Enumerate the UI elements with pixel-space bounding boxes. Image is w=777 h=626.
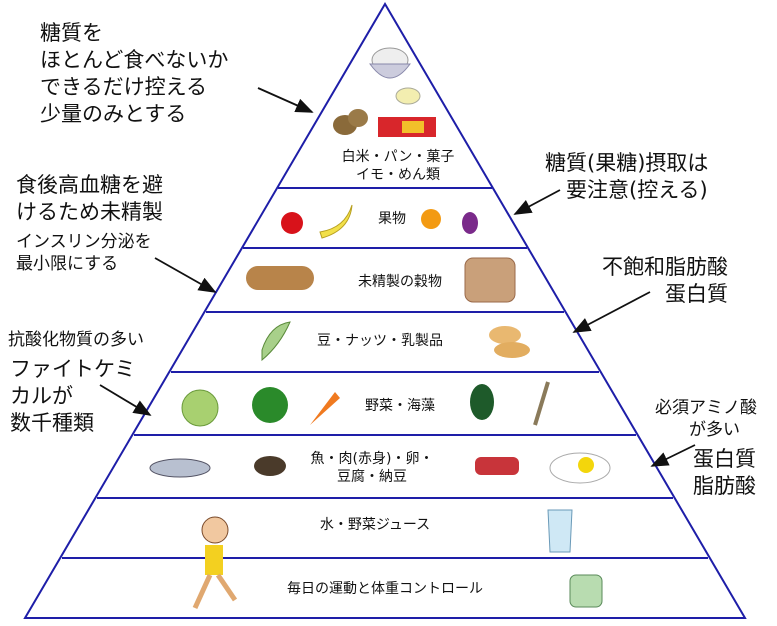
seaweed-icon: [533, 381, 550, 426]
level-label-grains: 白米・パン・菓子 イモ・めん類: [341, 149, 455, 184]
edamame-icon: [261, 321, 291, 362]
spinach-icon: [470, 384, 494, 420]
orange-icon: [421, 209, 441, 229]
note-grain-main: 食後高血糖を避 けるため未精製: [16, 173, 163, 224]
rice-bowl-icon: [369, 47, 411, 79]
potato-icon: [333, 109, 368, 135]
level-label-fruit: 果物: [378, 211, 406, 227]
note-fruit: 糖質(果糖)摂取は 要注意(控える): [545, 151, 709, 202]
fried-egg-icon: [549, 452, 611, 484]
arrows: [99, 87, 696, 467]
water-glass-icon: [547, 509, 573, 553]
level-label-beans-nuts-dairy: 豆・ナッツ・乳製品: [317, 333, 443, 349]
peanuts-icon: [489, 326, 530, 358]
cabbage-icon: [181, 389, 219, 427]
level-label-whole-grain: 未精製の穀物: [358, 274, 442, 290]
note-sugar: 糖質を ほとんど食べないか できるだけ控える 少量のみとする: [40, 21, 229, 126]
broccoli-icon: [252, 387, 288, 423]
natto-icon: [254, 456, 286, 476]
note-protein-main: 蛋白質 脂肪酸: [693, 447, 756, 498]
grapes-icon: [462, 212, 478, 234]
note-grain-sub: インスリン分泌を 最小限にする: [16, 232, 152, 274]
runner-icon: [192, 516, 238, 610]
level-label-protein: 魚・肉(赤身)・卵・ 豆腐・納豆: [310, 451, 434, 486]
banana-icon: [319, 204, 353, 239]
meat-icon: [475, 457, 519, 475]
note-protein-sub: 必須アミノ酸 が多い: [655, 398, 757, 440]
sliced-bread-icon: [464, 257, 516, 303]
bread-icon: [246, 266, 314, 290]
fish-icon: [149, 458, 211, 478]
level-dividers: [62, 187, 708, 559]
note-veg-main: ファイトケミ カルが 数千種類: [10, 357, 136, 435]
level-label-water: 水・野菜ジュース: [319, 517, 431, 533]
apple-icon: [281, 212, 303, 234]
note-nuts: 不飽和脂肪酸 蛋白質: [602, 255, 728, 306]
carrot-icon: [310, 392, 340, 425]
level-label-vegetables: 野菜・海藻: [365, 398, 435, 414]
snack-bag-icon: [378, 117, 436, 137]
candy-icon: [395, 87, 421, 105]
level-label-exercise: 毎日の運動と体重コントロール: [287, 581, 483, 597]
scale-icon: [569, 574, 603, 608]
pyramid-outline: [23, 2, 747, 619]
note-veg-sub: 抗酸化物質の多い: [8, 330, 144, 350]
